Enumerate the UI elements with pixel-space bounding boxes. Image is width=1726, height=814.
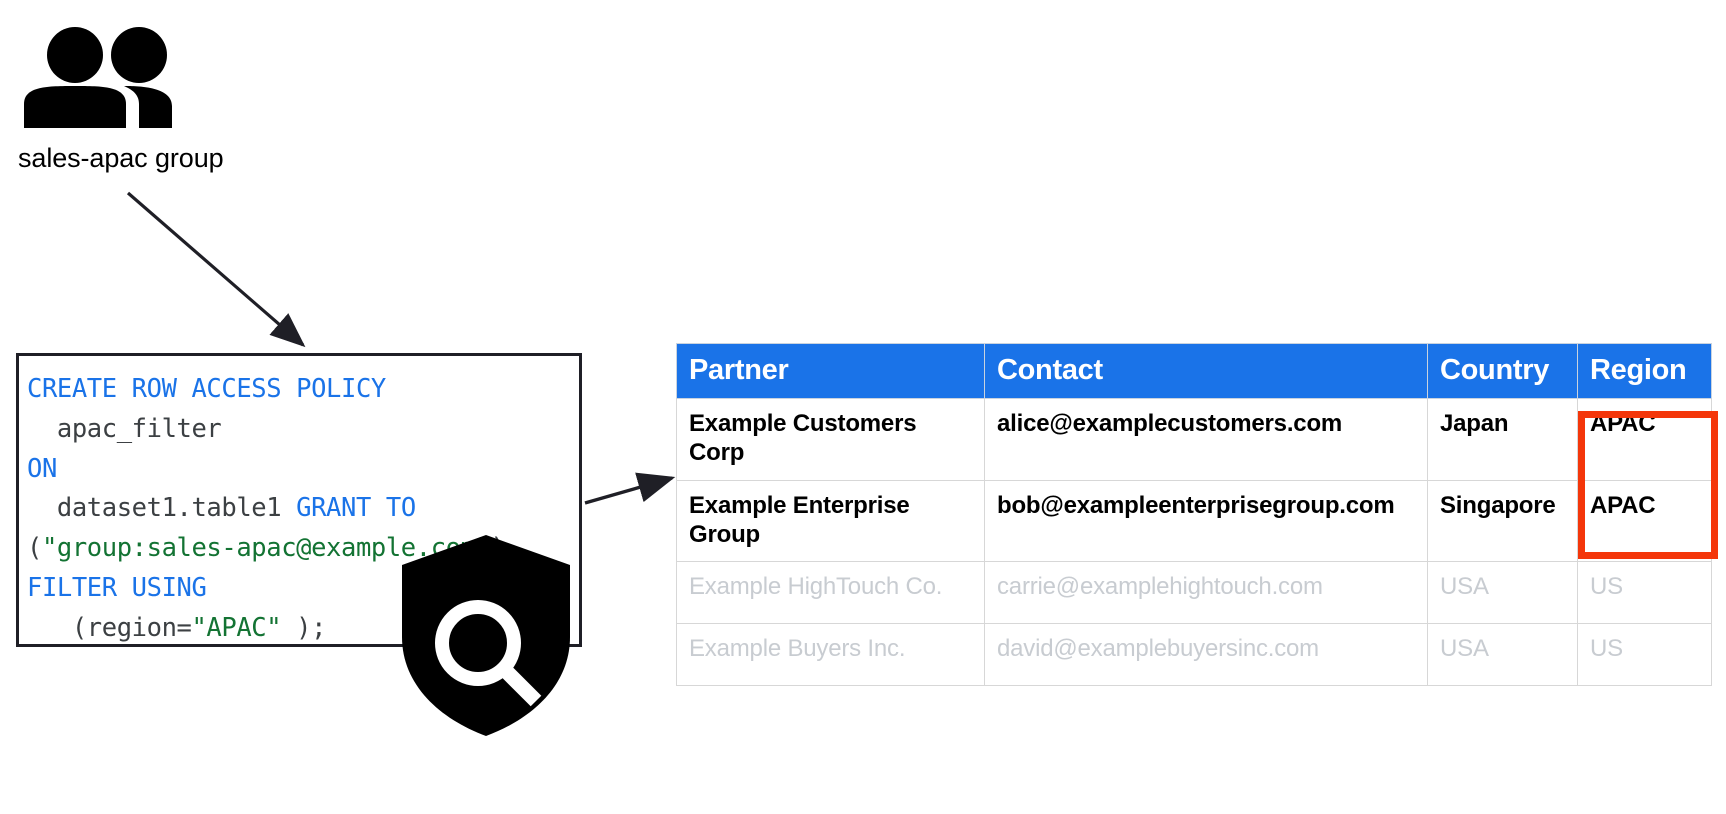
cell-country: Japan bbox=[1427, 398, 1578, 481]
table-row[interactable]: Example Buyers Inc.david@examplebuyersin… bbox=[676, 623, 1712, 687]
sql-code-block: CREATE ROW ACCESS POLICY apac_filter ON … bbox=[19, 356, 579, 648]
cell-partner: Example Customers Corp bbox=[676, 398, 985, 481]
cell-country: USA bbox=[1427, 623, 1578, 687]
cell-contact: alice@examplecustomers.com bbox=[984, 398, 1428, 481]
column-header-partner[interactable]: Partner bbox=[676, 342, 985, 400]
arrow-policy-to-table bbox=[584, 472, 676, 505]
cell-country: USA bbox=[1427, 561, 1578, 625]
cell-region: US bbox=[1577, 623, 1712, 687]
sql-token: ( bbox=[27, 533, 42, 564]
cell-region: APAC bbox=[1577, 398, 1712, 481]
sql-token: "APAC" bbox=[191, 612, 282, 643]
sql-token: ); bbox=[281, 612, 327, 643]
cell-contact: carrie@examplehightouch.com bbox=[984, 561, 1428, 625]
sql-token: CREATE ROW ACCESS POLICY bbox=[27, 374, 386, 404]
column-header-contact[interactable]: Contact bbox=[984, 342, 1428, 400]
sql-token: (region= bbox=[27, 612, 192, 643]
table-row[interactable]: Example HighTouch Co.carrie@examplehight… bbox=[676, 561, 1712, 625]
cell-contact: david@examplebuyersinc.com bbox=[984, 623, 1428, 687]
shield-search-icon bbox=[400, 533, 572, 738]
people-group-icon bbox=[22, 24, 198, 130]
sql-token: "group:sales-apac@example.com" bbox=[41, 533, 491, 564]
column-header-region[interactable]: Region bbox=[1577, 342, 1712, 400]
table-header-row: Partner Contact Country Region bbox=[676, 342, 1712, 400]
cell-country: Singapore bbox=[1427, 479, 1578, 563]
cell-partner: Example HighTouch Co. bbox=[676, 561, 985, 625]
partner-table: Partner Contact Country Region Example C… bbox=[676, 342, 1712, 687]
group-block: sales-apac group bbox=[18, 24, 278, 174]
sql-token: dataset1.table1 bbox=[27, 493, 297, 524]
arrow-group-to-policy bbox=[126, 191, 306, 348]
column-header-country[interactable]: Country bbox=[1427, 342, 1578, 400]
row-access-policy-box: CREATE ROW ACCESS POLICY apac_filter ON … bbox=[16, 353, 582, 647]
partner-table-wrapper: Partner Contact Country Region Example C… bbox=[676, 342, 1712, 687]
cell-partner: Example Enterprise Group bbox=[676, 479, 985, 563]
sql-token: apac_filter bbox=[27, 413, 222, 444]
group-label: sales-apac group bbox=[18, 143, 224, 173]
sql-token: ON bbox=[27, 453, 57, 484]
cell-region: US bbox=[1577, 561, 1712, 625]
sql-token: GRANT TO bbox=[296, 493, 416, 524]
sql-token: FILTER USING bbox=[27, 572, 207, 603]
cell-contact: bob@exampleenterprisegroup.com bbox=[984, 479, 1428, 563]
cell-partner: Example Buyers Inc. bbox=[676, 623, 985, 687]
cell-region: APAC bbox=[1577, 479, 1712, 563]
